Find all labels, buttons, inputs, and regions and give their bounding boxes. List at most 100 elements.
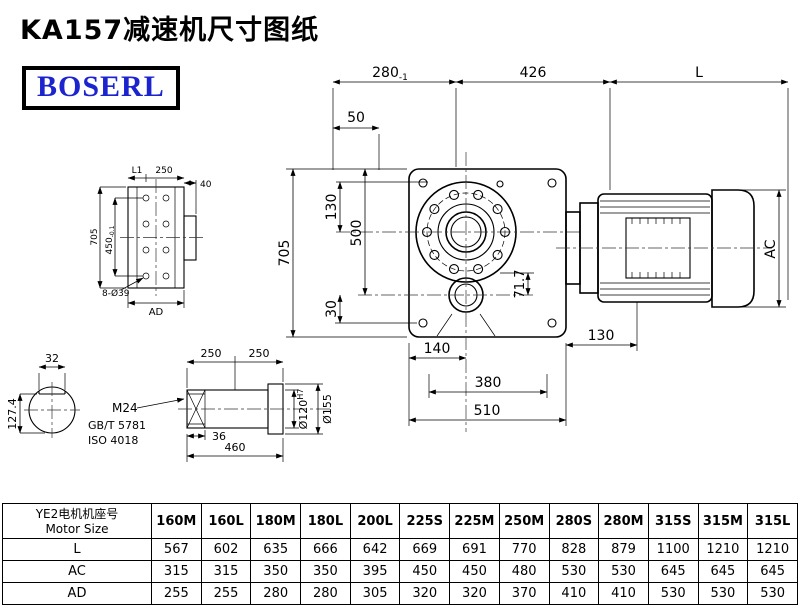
dim-d120: Ø120H7 [296,389,310,430]
frame-size-col-280M: 280M [598,503,649,539]
value-ad-225S: 320 [399,582,451,605]
value-ac-180L: 350 [300,560,351,583]
dim-510: 510 [474,403,501,419]
value-ad-180M: 280 [250,582,302,605]
dim-450: 450-0.1 [105,225,116,254]
dim-250-b: 250 [249,347,270,360]
mounting-flange-view: L1 250 40 705 450-0.1 8-Ø39 AD [90,166,212,318]
row-label-ad: AD [2,582,152,605]
value-ad-280M: 410 [598,582,649,605]
value-l-280M: 879 [598,538,649,561]
dim-40: 40 [200,180,212,190]
value-ac-225S: 450 [399,560,451,583]
dim-36: 36 [212,430,226,443]
value-ad-315M: 530 [697,582,749,605]
label-gbt-5781: GB/T 5781 [88,419,146,432]
value-ad-315S: 530 [647,582,699,605]
value-l-315S: 1100 [647,538,699,561]
value-l-225S: 669 [399,538,451,561]
page-title: KA157减速机尺寸图纸 [20,15,320,46]
dim-32: 32 [45,352,59,365]
frame-size-col-180L: 180L [300,503,351,539]
value-ad-160M: 255 [151,582,202,605]
value-ac-160M: 315 [151,560,202,583]
value-ad-225M: 320 [449,582,500,605]
boserl-logo: BOSERL [22,66,180,110]
frame-size-col-225S: 225S [399,503,451,539]
dim-380: 380 [475,375,502,391]
value-ad-160L: 255 [200,582,252,605]
dim-130-right: 130 [588,328,615,344]
dim-500: 500 [349,220,365,247]
value-ac-160L: 315 [200,560,252,583]
value-l-315L: 1210 [747,538,798,561]
value-ad-315L: 530 [747,582,798,605]
value-ad-280S: 410 [548,582,600,605]
frame-size-col-225M: 225M [449,503,500,539]
dim-426: 426 [520,65,547,81]
dim-L: L [695,65,703,81]
dim-250-a: 250 [201,347,222,360]
frame-size-col-180M: 180M [250,503,302,539]
value-ac-315S: 645 [647,560,699,583]
value-l-225M: 691 [449,538,500,561]
dim-250-flange: 250 [155,166,172,176]
frame-size-col-315S: 315S [647,503,699,539]
gearbox-front-view [336,152,580,432]
frame-size-col-160M: 160M [151,503,202,539]
value-l-180M: 635 [250,538,302,561]
value-l-315M: 1210 [697,538,749,561]
frame-size-col-280S: 280S [548,503,600,539]
value-l-280S: 828 [548,538,600,561]
value-ac-180M: 350 [250,560,302,583]
dim-705-main: 705 [277,240,293,267]
dim-50: 50 [347,110,365,126]
value-ac-250M: 480 [498,560,550,583]
dim-AC: AC [763,239,779,258]
dim-8-o39: 8-Ø39 [102,288,130,299]
value-ad-250M: 370 [498,582,550,605]
boserl-logo-text: BOSERL [37,70,165,103]
value-l-160M: 567 [151,538,202,561]
value-ad-200L: 305 [349,582,401,605]
motor-side-view [556,189,772,308]
dim-71-7: 71.7 [513,270,528,299]
label-m24: M24 [112,401,138,415]
frame-size-col-200L: 200L [349,503,401,539]
value-l-160L: 602 [200,538,252,561]
value-l-180L: 666 [300,538,351,561]
label-iso-4018: ISO 4018 [88,434,138,447]
dim-AD: AD [149,307,164,318]
row-label-l: L [2,538,152,561]
frame-size-col-315L: 315L [747,503,798,539]
value-ac-280S: 530 [548,560,600,583]
dim-30: 30 [324,300,340,318]
dim-705-flange: 705 [90,228,100,245]
frame-size-col-250M: 250M [498,503,550,539]
dim-280: 280-1 [372,65,408,83]
main-dimensions: 280-1 50 426 L 705 130 500 30 140 380 51… [277,65,789,426]
frame-size-col-315M: 315M [697,503,749,539]
value-ac-225M: 450 [449,560,500,583]
dim-460: 460 [225,441,246,454]
value-ad-180L: 280 [300,582,351,605]
value-ac-200L: 395 [349,560,401,583]
frame-size-col-160L: 160L [200,503,252,539]
dim-d155: Ø155 [321,394,334,424]
value-l-250M: 770 [498,538,550,561]
shaft-side-view: 250 250 M24 GB/T 5781 ISO 4018 36 460 Ø1… [88,347,334,462]
value-ac-280M: 530 [598,560,649,583]
value-ac-315M: 645 [697,560,749,583]
dim-140: 140 [424,341,451,357]
dim-130-left: 130 [324,194,340,221]
dim-L1: L1 [132,166,143,176]
value-ac-315L: 645 [747,560,798,583]
value-l-200L: 642 [349,538,401,561]
